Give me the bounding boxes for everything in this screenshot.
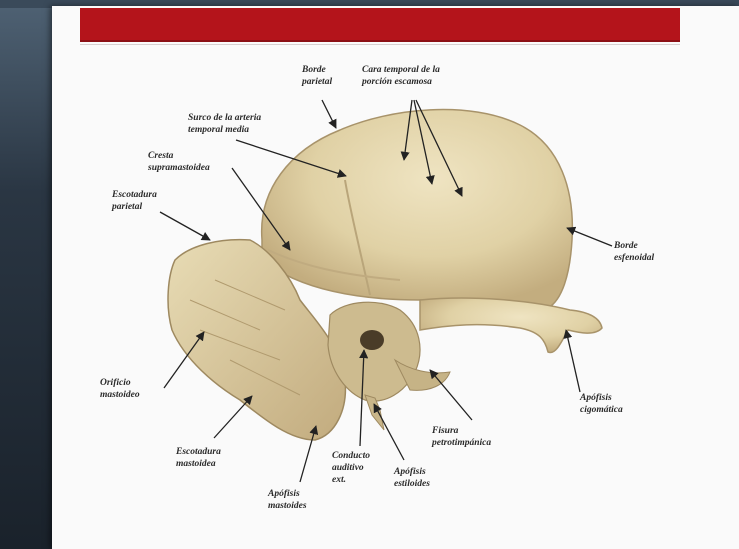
label-escotadura-mastoidea: Escotadura mastoidea: [175, 447, 221, 469]
label-apofisis-mastoides: Apófisis mastoides: [267, 489, 307, 511]
svg-text:mastoides: mastoides: [268, 501, 307, 511]
svg-text:Fisura: Fisura: [431, 426, 459, 436]
label-orificio-mastoideo: Orificio mastoideo: [100, 378, 140, 400]
svg-text:porción escamosa: porción escamosa: [361, 77, 432, 87]
svg-text:Escotadura: Escotadura: [111, 190, 157, 200]
svg-text:Orificio: Orificio: [100, 378, 131, 388]
label-fisura-petrotimpanica: Fisura petrotimpánica: [431, 426, 491, 448]
svg-text:Escotadura: Escotadura: [175, 447, 221, 457]
svg-text:Surco de la arteria: Surco de la arteria: [188, 113, 261, 123]
svg-text:ext.: ext.: [332, 475, 346, 485]
auditory-meatus-opening: [360, 330, 384, 350]
label-cara-temporal: Cara temporal de la porción escamosa: [361, 65, 440, 87]
svg-text:auditivo: auditivo: [332, 463, 364, 473]
svg-text:Cara temporal de la: Cara temporal de la: [362, 65, 440, 75]
label-surco-arteria: Surco de la arteria temporal media: [188, 113, 261, 135]
label-apofisis-cigomatica: Apófisis cigomática: [579, 393, 623, 415]
svg-text:Conducto: Conducto: [332, 451, 370, 461]
svg-text:Apófisis: Apófisis: [579, 393, 612, 403]
svg-text:Borde: Borde: [613, 241, 639, 251]
squamous-part: [262, 110, 573, 308]
svg-text:supramastoidea: supramastoidea: [147, 163, 210, 173]
svg-text:parietal: parietal: [301, 77, 332, 87]
svg-text:mastoidea: mastoidea: [176, 459, 216, 469]
label-borde-esfenoidal: Borde esfenoidal: [613, 241, 654, 263]
svg-text:petrotimpánica: petrotimpánica: [431, 438, 491, 448]
svg-text:Cresta: Cresta: [148, 151, 174, 161]
svg-text:Apófisis: Apófisis: [393, 467, 426, 477]
svg-text:estiloides: estiloides: [394, 479, 430, 489]
label-escotadura-parietal: Escotadura parietal: [111, 190, 157, 212]
label-apofisis-estiloides: Apófisis estiloides: [393, 467, 430, 489]
svg-text:Apófisis: Apófisis: [267, 489, 300, 499]
label-cresta-supramastoidea: Cresta supramastoidea: [147, 151, 210, 173]
svg-text:cigomática: cigomática: [580, 405, 623, 415]
svg-text:temporal media: temporal media: [188, 125, 249, 135]
svg-text:esfenoidal: esfenoidal: [614, 253, 654, 263]
svg-text:mastoideo: mastoideo: [100, 390, 140, 400]
zygomatic-process: [420, 298, 602, 352]
label-conducto-auditivo: Conducto auditivo ext.: [332, 451, 370, 485]
svg-text:parietal: parietal: [111, 202, 142, 212]
label-borde-parietal: Borde parietal: [301, 65, 332, 87]
svg-text:Borde: Borde: [301, 65, 327, 75]
